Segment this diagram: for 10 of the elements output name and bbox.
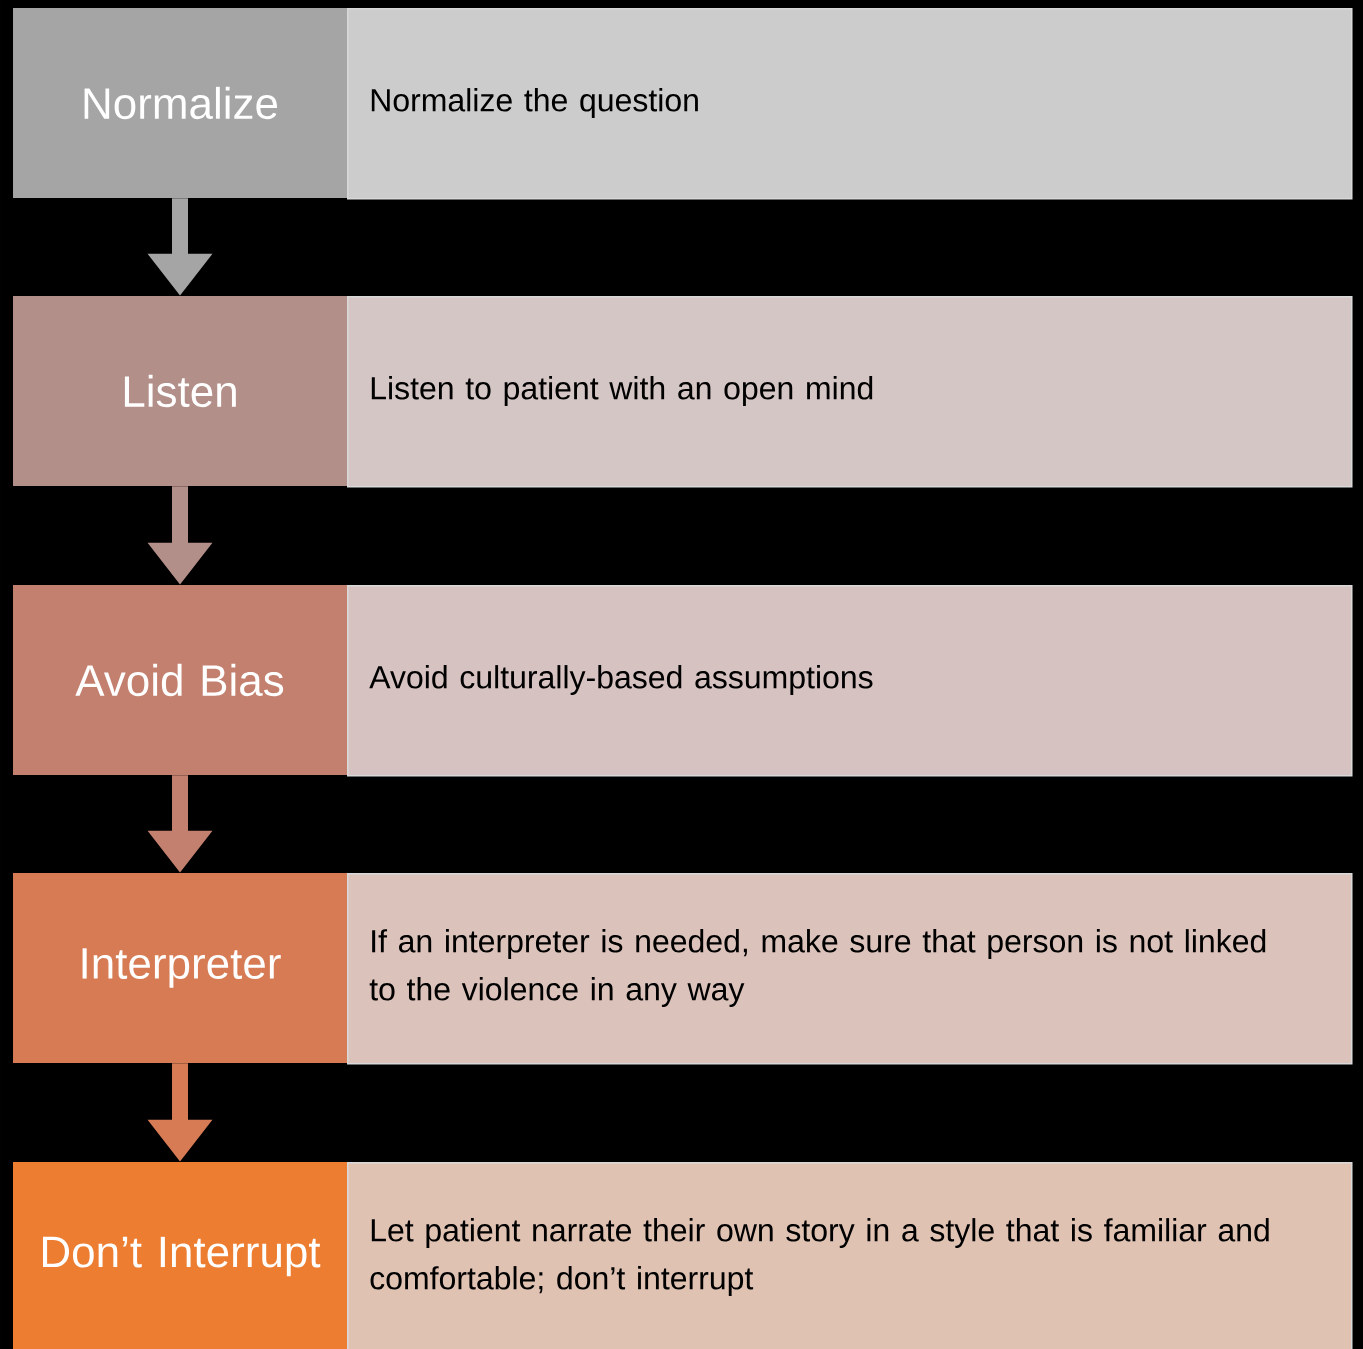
step-box: Avoid Bias (13, 585, 347, 775)
step-box: Normalize (13, 8, 347, 198)
description-box: Listen to patient with an open mind (347, 296, 1353, 488)
step-box: Listen (13, 296, 347, 486)
description-box: Avoid culturally-based assumptions (347, 585, 1353, 777)
description-box: Normalize the question (347, 8, 1353, 200)
step-box: Interpreter (13, 873, 347, 1063)
step-box: Don’t Interrupt (13, 1162, 347, 1349)
description-box: Let patient narrate their own story in a style that is familiar and comfortable; don’t interrupt (347, 1162, 1353, 1349)
description-box: If an interpreter is needed, make sure that person is not linked to the violence in any way (347, 873, 1353, 1065)
